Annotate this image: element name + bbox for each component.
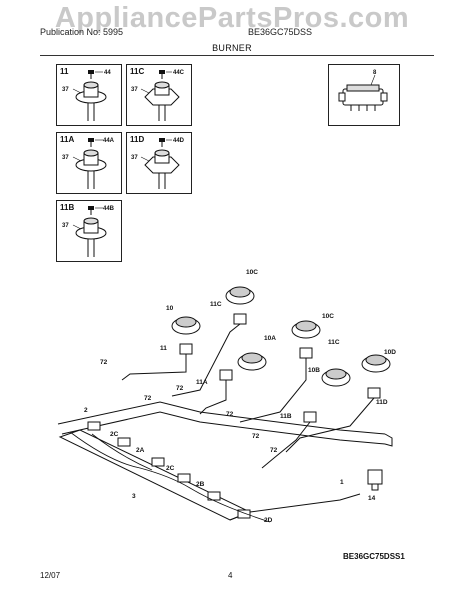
callout-label: 37 (131, 155, 138, 161)
svg-text:11A: 11A (196, 379, 208, 386)
burner-base-drawing: 44C 37 (131, 70, 185, 121)
svg-text:72: 72 (144, 395, 152, 402)
publication-number: Publication No: 5995 (40, 27, 124, 37)
svg-text:11C: 11C (210, 301, 222, 308)
callout-label: 44C (173, 70, 185, 76)
callout-label: 37 (62, 155, 69, 161)
svg-text:72: 72 (226, 411, 234, 418)
svg-text:10B: 10B (308, 367, 320, 374)
svg-text:3: 3 (132, 493, 136, 500)
burner-bases (179, 313, 381, 423)
inset-label: 11A (60, 135, 75, 144)
header-rule (40, 55, 434, 56)
svg-text:10C: 10C (246, 269, 258, 276)
section-title: BURNER (212, 43, 252, 53)
svg-text:72: 72 (252, 433, 260, 440)
watermark: AppliancePartsPros.com (54, 2, 410, 34)
burner-base-drawing: 44B 37 (62, 206, 115, 257)
svg-text:10A: 10A (264, 335, 276, 342)
gas-valves (87, 421, 251, 519)
burner-base-drawing: 44D 37 (131, 138, 185, 189)
svg-text:2B: 2B (196, 481, 205, 488)
manifold-pipe (57, 401, 393, 447)
svg-text:72: 72 (270, 447, 278, 454)
spark-module-drawing: 8 (338, 70, 388, 111)
svg-text:2: 2 (84, 407, 88, 414)
svg-text:10C: 10C (322, 313, 334, 320)
svg-text:10D: 10D (384, 349, 396, 356)
burner-base-drawing: 44A 37 (62, 138, 115, 189)
inset-11d: 11D 44D 37 (126, 132, 192, 194)
svg-text:2C: 2C (110, 431, 119, 438)
inset-11a: 11A 44A 37 (56, 132, 122, 194)
svg-text:2C: 2C (166, 465, 175, 472)
svg-text:11: 11 (160, 345, 167, 352)
svg-text:72: 72 (176, 385, 184, 392)
svg-text:14: 14 (368, 495, 376, 502)
svg-text:1: 1 (340, 479, 344, 486)
svg-text:11C: 11C (328, 339, 340, 346)
gas-tubes (121, 323, 375, 469)
page-number: 4 (228, 571, 233, 580)
drawing-code: BE36GC75DSS1 (343, 552, 405, 561)
svg-text:2A: 2A (136, 447, 145, 454)
callout-label: 37 (62, 223, 69, 229)
svg-text:10: 10 (166, 305, 174, 312)
inset-11b: 11B 44B 37 (56, 200, 122, 262)
burner-exploded-diagram: 10C 11C 10 10A 10C 11C 10D 11 72 72 72 7… (57, 269, 396, 524)
inset-label: 11C (130, 67, 145, 76)
inset-ignitor-module: 8 (328, 64, 400, 126)
callout-label: 44B (103, 206, 115, 212)
inset-11c: 11C 44C 37 (126, 64, 192, 126)
footer-date: 12/07 (40, 571, 61, 580)
spark-module (367, 469, 383, 491)
svg-text:11D: 11D (376, 399, 388, 406)
callout-label: 44 (104, 70, 111, 76)
diagram-callouts: 10C 11C 10 10A 10C 11C 10D 11 72 72 72 7… (84, 269, 396, 524)
callout-label: 37 (131, 87, 138, 93)
inset-label: 11D (130, 135, 145, 144)
callout-label: 44D (173, 138, 185, 144)
burner-base-drawing: 44 37 (62, 70, 111, 121)
svg-text:72: 72 (100, 359, 108, 366)
callout-label: 44A (103, 138, 115, 144)
svg-text:11B: 11B (280, 413, 292, 420)
callout-label: 37 (62, 87, 69, 93)
inset-label: 11B (60, 203, 75, 212)
ignitor-wires (69, 431, 271, 523)
model-number: BE36GC75DSS (248, 27, 313, 37)
burner-heads (171, 286, 391, 387)
inset-11: 11 44 37 (56, 64, 122, 126)
svg-text:2D: 2D (264, 517, 273, 524)
inset-label: 11 (60, 67, 69, 76)
callout-label: 8 (373, 70, 377, 76)
